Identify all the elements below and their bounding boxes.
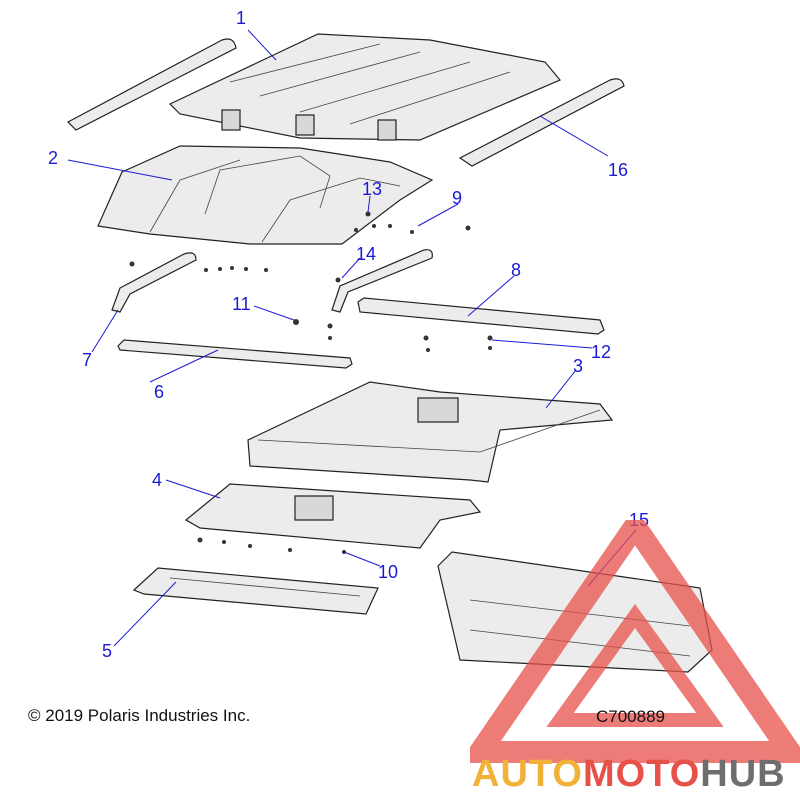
callout-1: 1 — [236, 8, 246, 28]
figure-code: C700889 — [596, 707, 666, 726]
callout-7: 7 — [82, 350, 92, 370]
part-1-roof-panel — [168, 33, 561, 141]
part-2-roof-cap — [97, 145, 434, 245]
callout-6: 6 — [154, 382, 164, 402]
part-3-headliner — [247, 381, 614, 483]
callout-12: 12 — [591, 342, 611, 362]
fasteners — [129, 211, 493, 554]
callout-13: 13 — [362, 179, 382, 199]
part-16-right-seal — [458, 78, 625, 167]
callout-2: 2 — [48, 148, 58, 168]
part-6-front-strip — [117, 339, 353, 369]
watermark-text: AUTOMOTOHUB — [472, 753, 786, 795]
part-7-front-seal — [111, 252, 197, 313]
part-5-bracket — [132, 567, 379, 615]
part-8-trim-strip — [357, 297, 605, 335]
part-4-lower-headliner — [184, 483, 482, 549]
callout-8: 8 — [511, 260, 521, 280]
callout-4: 4 — [152, 470, 162, 490]
automotohub-watermark: AUTOMOTOHUB — [470, 520, 800, 795]
callout-10: 10 — [378, 562, 398, 582]
callout-9: 9 — [452, 188, 462, 208]
callout-3: 3 — [573, 356, 583, 376]
callout-16: 16 — [608, 160, 628, 180]
right-arc-seal — [331, 249, 433, 313]
callout-11: 11 — [232, 294, 251, 314]
copyright-notice: © 2019 Polaris Industries Inc. — [28, 706, 251, 725]
callout-5: 5 — [102, 641, 112, 661]
callout-14: 14 — [356, 244, 376, 264]
watermark-triangle-icon — [470, 520, 800, 763]
left-top-seal-strip — [67, 38, 237, 131]
